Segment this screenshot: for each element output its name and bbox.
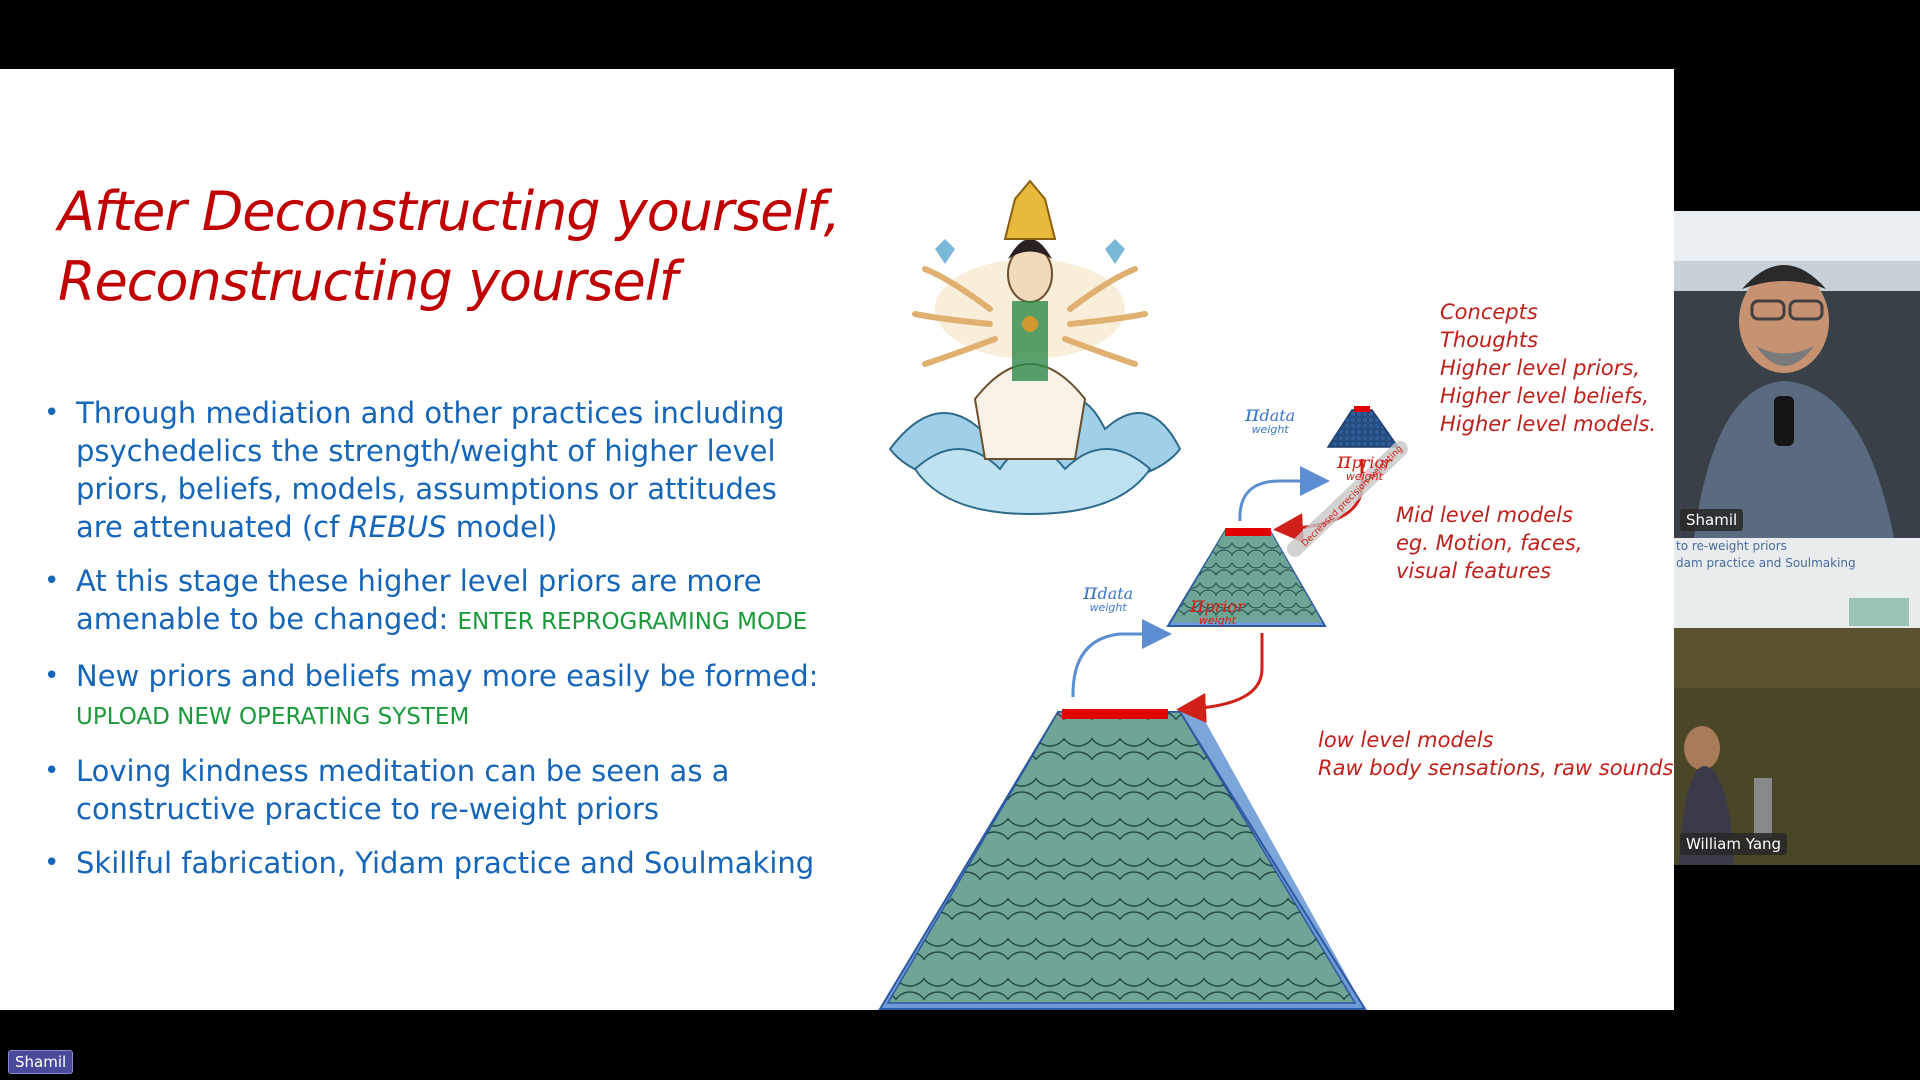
room-slide-text: to re-weight priors dam practice and Sou…: [1676, 539, 1856, 570]
slide-title-line1: After Deconstructing yourself,: [58, 180, 841, 243]
speaker-video: [1674, 211, 1920, 538]
slide-title-line2: Reconstructing yourself: [58, 250, 678, 313]
bullet-item: Skillful fabrication, Yidam practice and…: [42, 844, 822, 882]
top-level-pyramid: [1326, 406, 1400, 448]
mid-level-pyramid: [1166, 528, 1327, 627]
bullet-item: At this stage these higher level priors …: [42, 562, 822, 641]
bullet-item: New priors and beliefs may more easily b…: [42, 657, 822, 736]
low-level-pyramid: [878, 709, 1367, 1010]
pi-prior-label-low: πprior weight: [1190, 593, 1245, 627]
room-video-tile[interactable]: to re-weight priors dam practice and Sou…: [1674, 538, 1920, 865]
pi-data-arrow-low: [1071, 619, 1172, 698]
precision-weighting-band: [1287, 441, 1408, 557]
hierarchy-diagram: Decreased precision weighting: [878, 179, 1408, 1010]
self-name-tag: Shamil: [8, 1050, 74, 1074]
pi-data-label-mid: πdata weight: [1245, 402, 1296, 436]
bullet-list: Through mediation and other practices in…: [42, 394, 822, 898]
room-name-tag: William Yang: [1680, 833, 1788, 855]
pi-prior-arrow-low: [1176, 633, 1264, 724]
goddess-illustration: [888, 179, 1182, 516]
top-level-label: Concepts Thoughts Higher level priors, H…: [1440, 300, 1657, 436]
bullet-item: Loving kindness meditation can be seen a…: [42, 752, 822, 828]
speaker-video-tile[interactable]: Shamil: [1674, 211, 1920, 538]
mid-level-label: Mid level models eg. Motion, faces, visu…: [1396, 503, 1583, 583]
speaker-name-tag: Shamil: [1680, 509, 1744, 531]
pi-data-arrow-mid: [1238, 466, 1330, 522]
pi-data-label-low: πdata weight: [1083, 580, 1134, 614]
slide-title: After Deconstructing yourself, Reconstru…: [58, 177, 841, 317]
low-level-label: low level models Raw body sensations, ra…: [1318, 728, 1674, 780]
pi-prior-label-mid: πprior weight: [1337, 449, 1392, 483]
room-video: [1674, 538, 1920, 865]
bullet-item: Through mediation and other practices in…: [42, 394, 822, 546]
shared-slide: After Deconstructing yourself, Reconstru…: [0, 69, 1674, 1010]
